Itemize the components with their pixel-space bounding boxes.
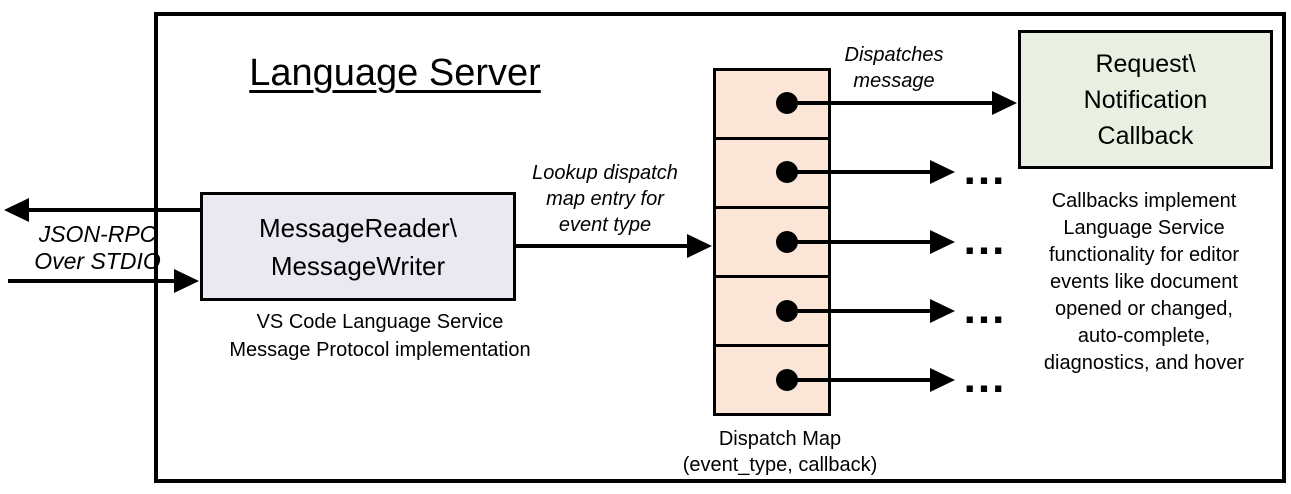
message-reader-writer-label: MessageReader\ MessageWriter (259, 212, 457, 281)
dispatch-map-cell-5 (716, 344, 828, 413)
diagram-title: Language Server (249, 52, 541, 94)
ellipsis-row-2: ... (963, 145, 1007, 194)
dispatch-map-caption: Dispatch Map (event_type, callback) (682, 428, 878, 476)
message-reader-writer-box: MessageReader\ MessageWriter (200, 192, 516, 301)
callback-box-label: Request\ Notification Callback (1083, 49, 1208, 150)
dispatches-message-label: Dispatches message (844, 44, 944, 92)
ellipsis-row-4: ... (963, 284, 1007, 333)
ellipsis-row-3: ... (963, 215, 1007, 264)
json-rpc-stdio-label: JSON-RPC Over STDIO (34, 221, 161, 274)
dispatch-map-cell-2 (716, 137, 828, 206)
callbacks-note: Callbacks implement Language Service fun… (1043, 190, 1245, 374)
dispatch-map (713, 68, 831, 416)
ellipsis-row-5: ... (963, 353, 1007, 402)
lookup-dispatch-label: Lookup dispatch map entry for event type (532, 162, 678, 236)
dispatch-map-cell-1 (716, 71, 828, 137)
dispatch-map-cell-3 (716, 206, 828, 275)
dispatch-map-cell-4 (716, 275, 828, 344)
request-notification-callback-box: Request\ Notification Callback (1018, 30, 1273, 169)
reader-caption: VS Code Language Service Message Protoco… (229, 311, 531, 361)
